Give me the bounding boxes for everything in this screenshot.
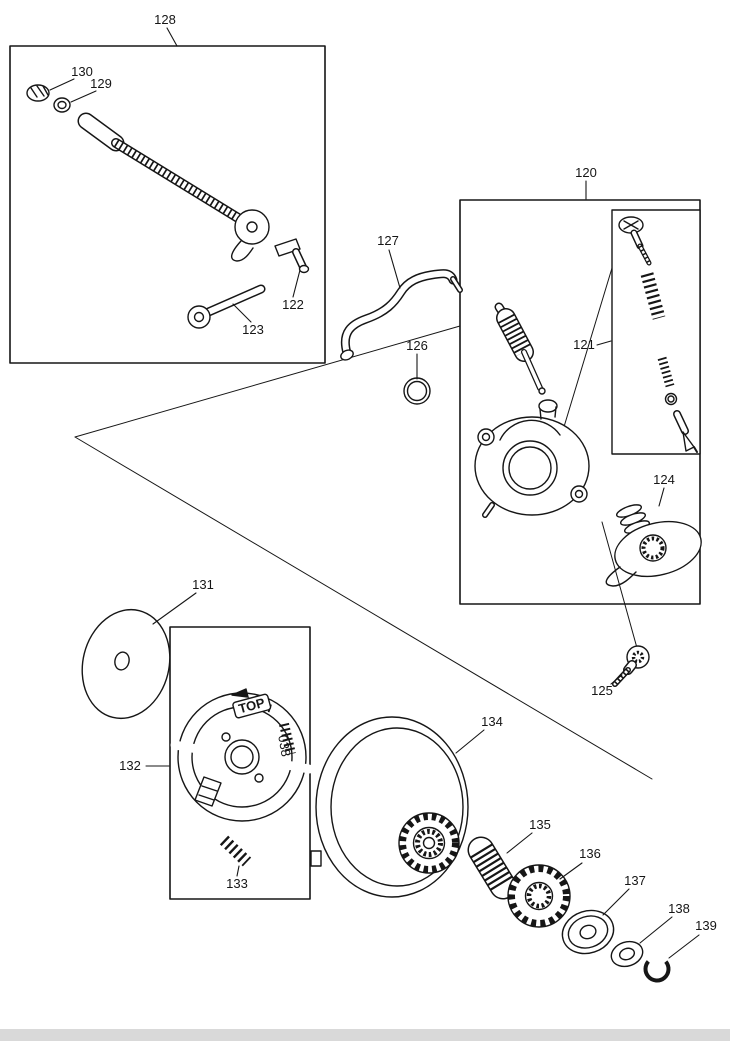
callout-124: 124 [653, 472, 675, 487]
callout-136: 136 [579, 846, 601, 861]
clutch-code-marking: 038 [275, 734, 294, 758]
clutch-drum-part-134 [310, 716, 469, 898]
callout-leader-lines [49, 27, 700, 959]
o-ring-part-126 [403, 377, 431, 405]
cam-plate-part [230, 209, 270, 262]
screw-part-125 [612, 645, 650, 687]
elbow-fitting-part-122 [274, 238, 310, 274]
callout-137: 137 [624, 873, 646, 888]
callout-129: 129 [90, 76, 112, 91]
washer-part-138 [610, 940, 644, 968]
pump-worm-gear-part [494, 302, 546, 395]
callout-labels: 128 130 129 122 123 127 126 120 121 124 … [71, 12, 717, 933]
frame-group-128 [9, 45, 326, 364]
callout-131: 131 [192, 577, 214, 592]
clutch-top-marking: TOP [237, 695, 267, 716]
valve-o-ring-part [664, 392, 678, 406]
callout-123: 123 [242, 322, 264, 337]
clutch-assembly-part: TOP 038 [170, 688, 314, 822]
washer-disc-part-131 [81, 608, 171, 720]
valve-piston-part [673, 410, 698, 453]
rim-sprocket-part-136 [507, 864, 571, 928]
callout-130: 130 [71, 64, 93, 79]
callout-127: 127 [377, 233, 399, 248]
frame-group-121 [611, 209, 701, 455]
valve-spring-small-part [657, 356, 675, 388]
callout-134: 134 [481, 714, 503, 729]
callout-126: 126 [406, 338, 428, 353]
grease-cap-part-130 [26, 84, 50, 102]
callout-121: 121 [573, 337, 595, 352]
pin-part-123 [187, 284, 266, 329]
oil-pipe-part-127 [340, 269, 463, 361]
callout-122: 122 [282, 297, 304, 312]
e-clip-part-139 [643, 955, 671, 983]
valve-spring-large-part [640, 272, 666, 320]
cam-lever-part-124 [605, 504, 702, 587]
valve-screw-part [618, 216, 652, 266]
callout-138: 138 [668, 901, 690, 916]
callout-139: 139 [695, 918, 717, 933]
callout-128: 128 [154, 12, 176, 27]
sleeve-part-129 [53, 97, 71, 113]
callout-135: 135 [529, 817, 551, 832]
axis-projection-lines [74, 325, 653, 780]
page-footer-bar [0, 1029, 730, 1041]
washer-part-137 [561, 909, 615, 955]
callout-125: 125 [591, 683, 613, 698]
callout-120: 120 [575, 165, 597, 180]
needle-bearing-part-135 [467, 836, 517, 900]
oil-pump-body-part [474, 399, 590, 518]
callout-133: 133 [226, 876, 248, 891]
callout-132: 132 [119, 758, 141, 773]
